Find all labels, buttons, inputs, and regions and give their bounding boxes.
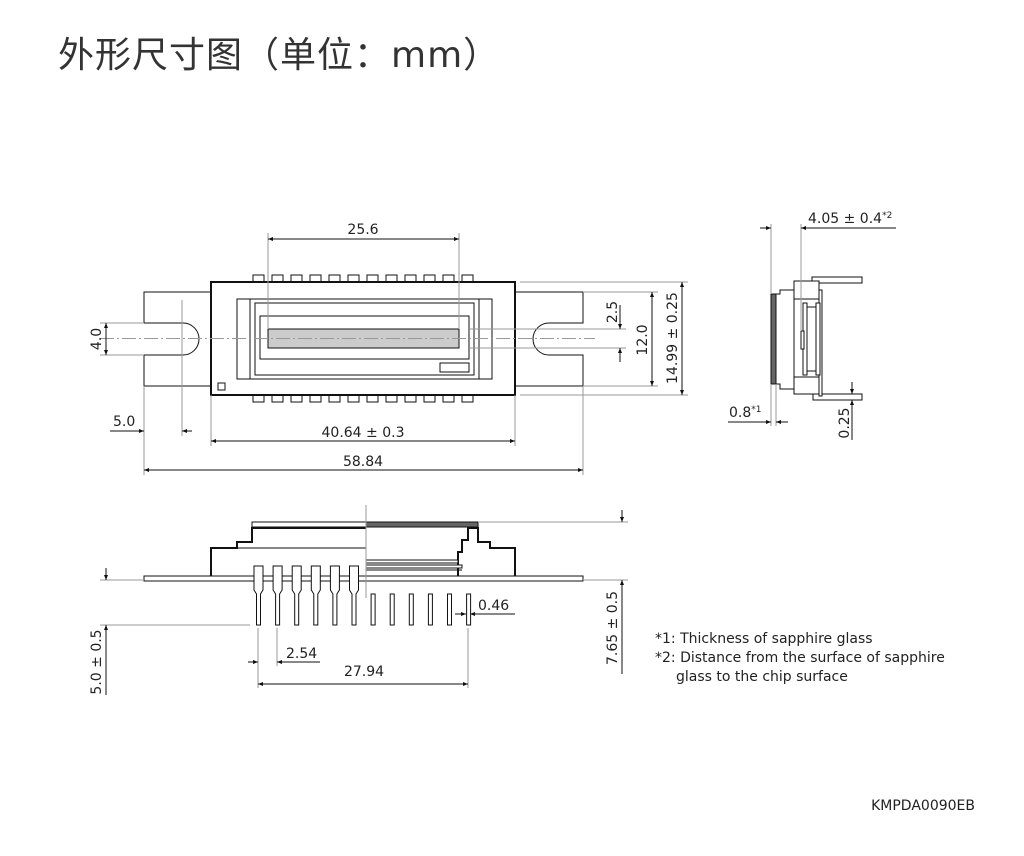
pin-top — [328, 274, 341, 283]
pin-top — [385, 274, 398, 283]
dim-active-length: 25.6 — [347, 222, 378, 238]
dim-glass-thickness: 0.8*1 — [729, 405, 762, 421]
pin-front — [349, 565, 359, 626]
pin-top — [252, 274, 265, 283]
top-lead — [811, 276, 863, 284]
dim-active-offset: 2.5 — [605, 301, 621, 323]
drawing-id: KMPDA0090EB — [871, 798, 975, 814]
pin-top — [290, 274, 303, 283]
note-2: *2: Distance from the surface of sapphir… — [655, 650, 945, 666]
bottom-pins — [252, 394, 474, 403]
pin-bottom — [366, 394, 379, 403]
pin-bottom — [309, 394, 322, 403]
dim-total-length: 58.84 — [343, 454, 383, 470]
note-2-cont: glass to the chip surface — [676, 669, 848, 685]
right-flange — [515, 291, 584, 387]
pin-front — [370, 593, 376, 626]
pin-front — [272, 565, 283, 626]
pin-bottom — [328, 394, 341, 403]
notes: *1: Thickness of sapphire glass *2: Dist… — [655, 631, 945, 685]
pin-top — [309, 274, 322, 283]
pin-top — [423, 274, 436, 283]
pins — [253, 565, 472, 626]
dim-body-length: 40.64 ± 0.3 — [322, 425, 405, 441]
sapphire-glass — [770, 293, 777, 385]
pin-front — [310, 565, 321, 626]
pin-front — [389, 593, 395, 626]
base-plate — [143, 575, 584, 582]
pin-top — [271, 274, 284, 283]
pin-bottom — [423, 394, 436, 403]
dim-height: 7.65 ± 0.5 — [605, 591, 621, 665]
dim-flange-width: 12.0 — [635, 324, 651, 355]
pin-bottom — [290, 394, 303, 403]
pin-top — [442, 274, 455, 283]
pin-bottom — [347, 394, 360, 403]
glass-left — [251, 521, 367, 528]
dim-pin-length: 5.0 ± 0.5 — [89, 629, 105, 694]
front-view: 7.65 ± 0.5 5.0 ± 0.5 0.46 2.54 27.94 — [89, 505, 628, 695]
pin-front — [466, 593, 472, 626]
pin-bottom — [271, 394, 284, 403]
dim-pin-span: 27.94 — [344, 664, 384, 680]
top-pins — [252, 274, 474, 283]
pin-bottom — [442, 394, 455, 403]
pin-front — [291, 565, 302, 626]
pin-bottom — [385, 394, 398, 403]
pin-bottom — [404, 394, 417, 403]
pin-front — [408, 593, 414, 626]
dim-pin-diameter: 0.46 — [478, 598, 509, 614]
pin-bottom — [252, 394, 265, 403]
window — [259, 315, 470, 360]
side-view: 4.05 ± 0.4*2 0.8*1 0.25 — [728, 211, 896, 440]
pin-top — [366, 274, 379, 283]
top-view: 25.6 4.0 5.0 40.64 ± 0.3 58.84 2.5 12.0 — [89, 222, 688, 475]
glass-right — [365, 521, 479, 528]
pin-front — [447, 593, 452, 626]
bottom-lead — [812, 393, 863, 401]
index-mark — [217, 382, 226, 391]
pin-bottom — [461, 394, 474, 403]
dim-surface-to-chip: 4.05 ± 0.4*2 — [808, 211, 892, 227]
page-title: 外形尺寸图（单位：mm） — [58, 35, 501, 76]
pin-top — [347, 274, 360, 283]
dim-lead-thickness: 0.25 — [837, 407, 853, 438]
pin-front — [253, 565, 264, 626]
pin-top — [461, 274, 474, 283]
pin-front — [329, 565, 340, 626]
dim-slot-depth: 5.0 — [113, 414, 135, 430]
note-1: *1: Thickness of sapphire glass — [655, 631, 873, 647]
dim-pin-pitch: 2.54 — [286, 646, 317, 662]
pin-front — [427, 593, 433, 626]
pin-top — [404, 274, 417, 283]
marker-rect — [439, 362, 470, 373]
dim-body-width: 14.99 ± 0.25 — [665, 292, 681, 384]
dim-slot-width: 4.0 — [89, 328, 105, 350]
